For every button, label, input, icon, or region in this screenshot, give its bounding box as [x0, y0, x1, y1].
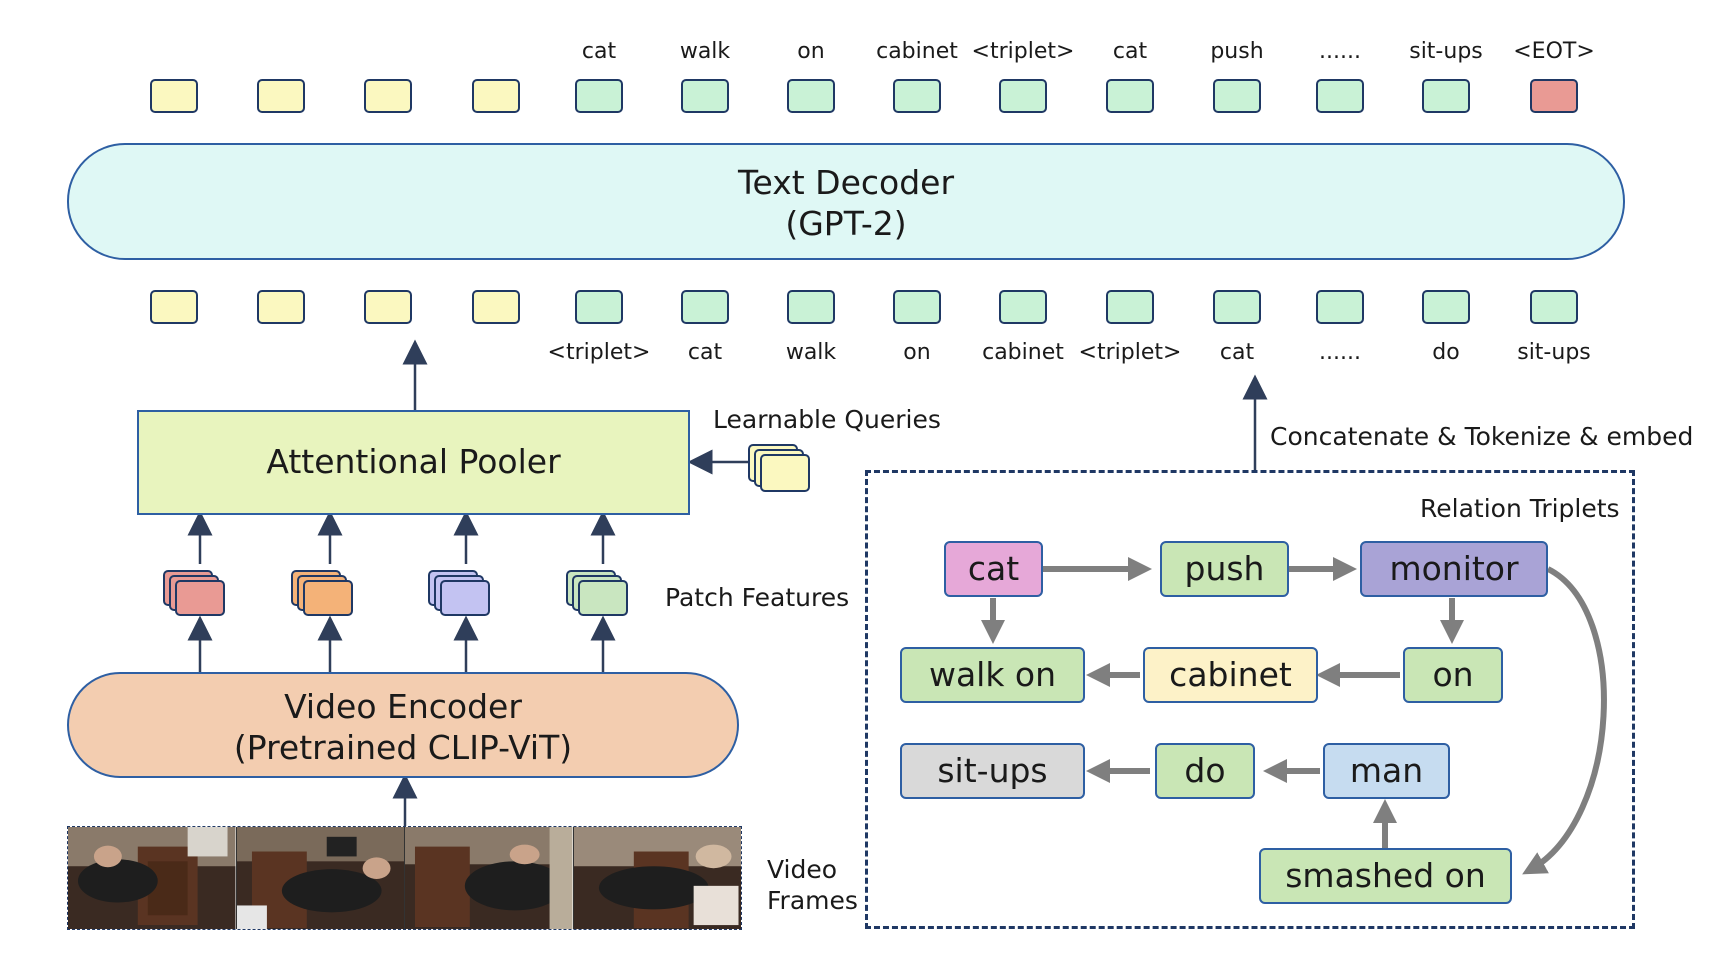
output-token-box [893, 79, 941, 113]
patch-feature-card [303, 580, 353, 616]
output-token-label: <triplet> [971, 39, 1075, 64]
video-frames-label-line1: Video [767, 855, 838, 884]
node-sit-ups: sit-ups [900, 743, 1085, 799]
node-man: man [1323, 743, 1450, 799]
input-token-box [787, 290, 835, 324]
input-token-box [681, 290, 729, 324]
output-token-label: on [797, 39, 825, 64]
output-token-box [681, 79, 729, 113]
video-frames-label-line2: Frames [767, 886, 858, 915]
node-push: push [1160, 541, 1289, 597]
patch-features-label: Patch Features [665, 583, 850, 612]
text-decoder-subtitle: (GPT-2) [785, 204, 907, 243]
node-cabinet: cabinet [1143, 647, 1318, 703]
input-token-box [893, 290, 941, 324]
input-token-label: cat [1219, 340, 1255, 365]
input-token-label: sit-ups [1517, 340, 1591, 365]
relation-triplets-title: Relation Triplets [1420, 494, 1620, 523]
video-frame-3 [405, 827, 574, 929]
concatenate-label: Concatenate & Tokenize & embed [1270, 422, 1694, 451]
patch-feature-card [578, 580, 628, 616]
input-token-label: <triplet> [1078, 340, 1182, 365]
output-token-box [1316, 79, 1364, 113]
node-do: do [1155, 743, 1255, 799]
output-token-label: ...... [1319, 39, 1361, 64]
input-token-box [1106, 290, 1154, 324]
input-token-label: cabinet [982, 340, 1064, 365]
input-token-box [999, 290, 1047, 324]
input-token-box [364, 290, 412, 324]
node-monitor: monitor [1360, 541, 1548, 597]
input-token-label: <triplet> [547, 340, 651, 365]
input-token-box [472, 290, 520, 324]
output-token-label: push [1210, 39, 1264, 64]
output-token-label: sit-ups [1409, 39, 1483, 64]
video-frames-strip [67, 826, 742, 930]
learnable-queries-label: Learnable Queries [713, 405, 941, 434]
learnable-queries-stack [748, 444, 818, 500]
input-token-box [150, 290, 198, 324]
output-token-label: <EOT> [1513, 39, 1595, 64]
relation-triplets-box [865, 470, 1635, 929]
output-token-box [999, 79, 1047, 113]
output-token-label: cat [581, 39, 617, 64]
output-token-label: cat [1112, 39, 1148, 64]
input-token-box [1422, 290, 1470, 324]
output-token-box [472, 79, 520, 113]
input-token-label: do [1432, 340, 1460, 365]
output-token-box [1106, 79, 1154, 113]
input-token-box [1213, 290, 1261, 324]
text-decoder: Text Decoder (GPT-2) [67, 143, 1625, 260]
input-token-box [1316, 290, 1364, 324]
input-token-label: on [903, 340, 931, 365]
output-token-box [1422, 79, 1470, 113]
patch-feature-card [440, 580, 490, 616]
output-token-box [1213, 79, 1261, 113]
output-token-box [257, 79, 305, 113]
output-token-box [150, 79, 198, 113]
output-token-box [364, 79, 412, 113]
input-token-label: walk [785, 340, 837, 365]
video-frame-1 [68, 827, 237, 929]
patch-feature-card [175, 580, 225, 616]
text-decoder-title: Text Decoder [737, 163, 955, 202]
output-token-box [787, 79, 835, 113]
node-walk-on: walk on [900, 647, 1085, 703]
input-token-label: cat [687, 340, 723, 365]
video-encoder-title: Video Encoder [284, 687, 522, 726]
video-frames-label: Video Frames [767, 854, 858, 916]
node-smashed-on: smashed on [1259, 848, 1512, 904]
output-token-box [575, 79, 623, 113]
input-token-box [575, 290, 623, 324]
node-cat: cat [944, 541, 1043, 597]
output-token-label: cabinet [876, 39, 958, 64]
node-on: on [1403, 647, 1503, 703]
video-frame-2 [236, 827, 405, 929]
input-token-label: ...... [1319, 340, 1361, 365]
input-token-box [257, 290, 305, 324]
video-frame-4 [573, 827, 741, 929]
output-token-label: walk [679, 39, 731, 64]
output-token-box [1530, 79, 1578, 113]
video-encoder-subtitle: (Pretrained CLIP-ViT) [233, 728, 573, 767]
attentional-pooler: Attentional Pooler [137, 410, 690, 515]
input-token-box [1530, 290, 1578, 324]
video-encoder: Video Encoder (Pretrained CLIP-ViT) [67, 672, 739, 778]
